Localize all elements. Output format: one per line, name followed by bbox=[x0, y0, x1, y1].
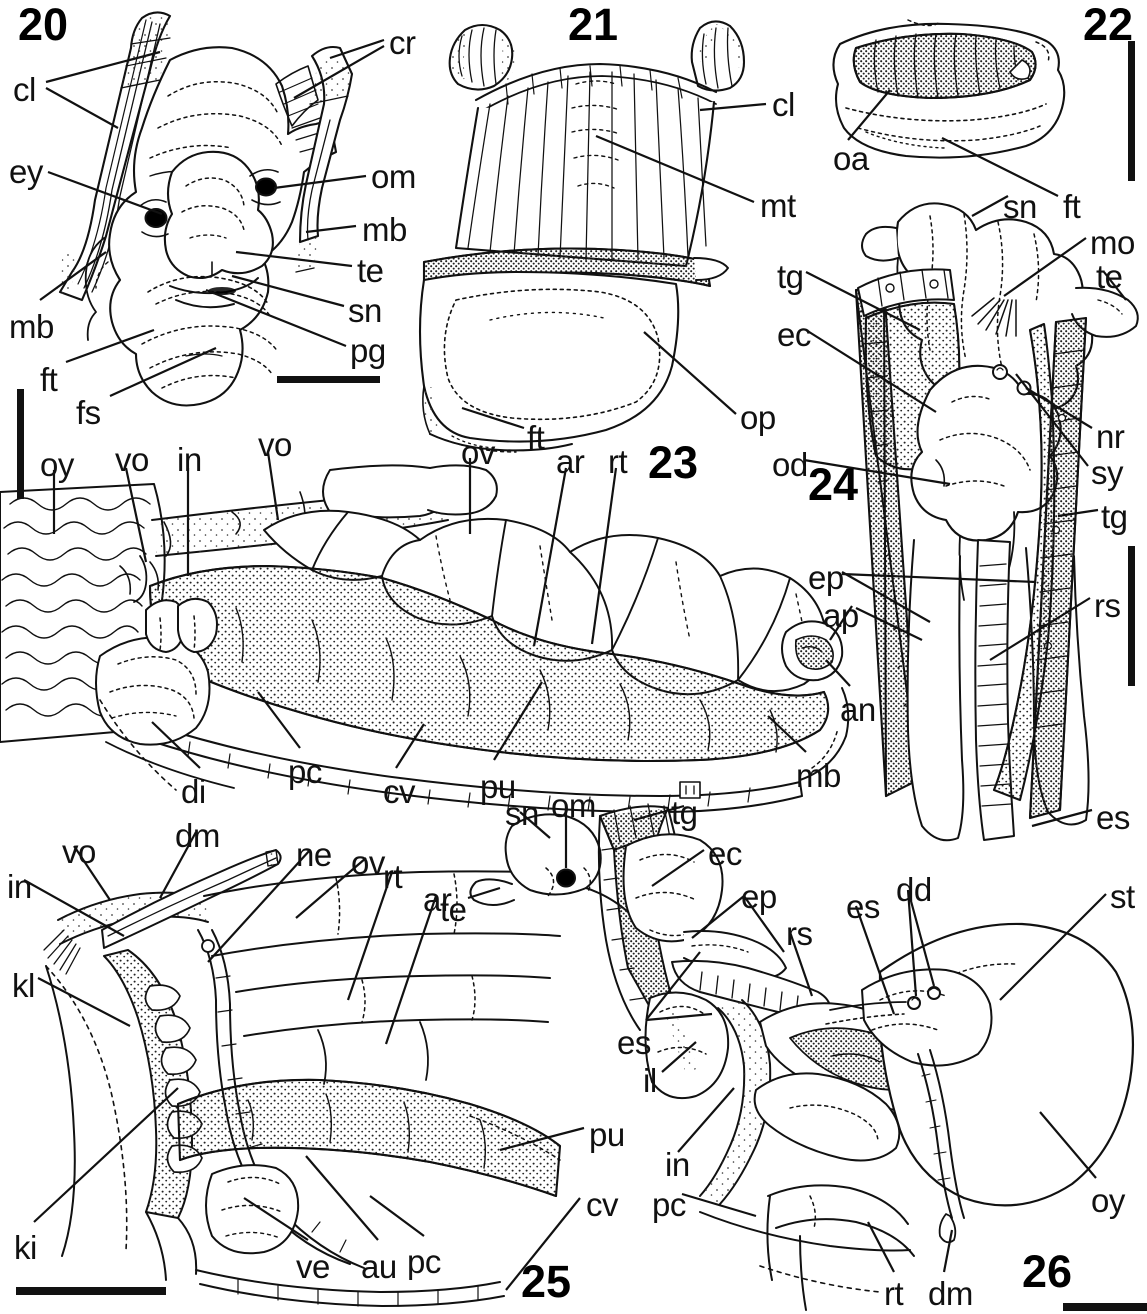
label-es-panel-24: es bbox=[1096, 799, 1130, 836]
label-kl-panel-25: kl bbox=[12, 967, 35, 1004]
panel-number-22: 22 bbox=[1083, 0, 1134, 50]
label-ap-panel-24: ap bbox=[823, 597, 859, 634]
scale-bar-panel-26-horizontal bbox=[1063, 1303, 1147, 1311]
label-rs-panel-26: rs bbox=[786, 915, 813, 952]
label-mb-panel-20: mb bbox=[362, 211, 407, 248]
panel-24-drawing bbox=[854, 202, 1139, 842]
label-il-panel-26: il bbox=[643, 1062, 657, 1099]
label-pg-panel-20: pg bbox=[350, 332, 386, 369]
panel-26-drawing bbox=[469, 803, 1135, 1311]
label-ne-panel-25: ne bbox=[296, 836, 332, 873]
label-om-panel-26: om bbox=[551, 787, 596, 824]
label-pc-panel-26: pc bbox=[652, 1186, 686, 1223]
label-cv-panel-23: cv bbox=[383, 773, 416, 810]
label-rt-panel-26: rt bbox=[884, 1275, 904, 1312]
label-mo-panel-24: mo bbox=[1090, 224, 1135, 261]
label-oy-panel-26: oy bbox=[1091, 1182, 1125, 1219]
label-tg-panel-24: tg bbox=[1101, 498, 1128, 535]
scale-bar-panel-20-vertical bbox=[17, 389, 24, 499]
label-ft-panel-21: ft bbox=[527, 419, 545, 456]
panel-21-drawing bbox=[418, 20, 746, 453]
label-rt-panel-23: rt bbox=[608, 443, 628, 480]
panel-25-drawing bbox=[43, 849, 562, 1307]
panel-number-23: 23 bbox=[648, 437, 699, 488]
label-mt-panel-21: mt bbox=[760, 187, 796, 224]
panel-number-20: 20 bbox=[18, 0, 69, 50]
label-ep-panel-26: ep bbox=[741, 878, 777, 915]
label-ve-panel-25: ve bbox=[296, 1248, 330, 1285]
leader-lines bbox=[23, 38, 1127, 1291]
label-rs-panel-24: rs bbox=[1094, 587, 1121, 624]
label-ey-panel-20: ey bbox=[9, 153, 43, 190]
label-cr-panel-20: cr bbox=[389, 24, 416, 61]
label-te-panel-26: te bbox=[440, 891, 467, 928]
label-fs-panel-20: fs bbox=[76, 394, 101, 431]
label-dm-panel-26: dm bbox=[928, 1275, 973, 1312]
panel-number-24: 24 bbox=[808, 459, 859, 510]
label-au-panel-25: au bbox=[361, 1248, 397, 1285]
label-od-panel-24: od bbox=[772, 446, 808, 483]
label-in-panel-23: in bbox=[177, 441, 202, 478]
label-ft-panel-22: ft bbox=[1063, 188, 1081, 225]
label-sy-panel-24: sy bbox=[1091, 454, 1124, 491]
label-st-panel-26: st bbox=[1110, 878, 1135, 915]
label-sn-panel-20: sn bbox=[348, 292, 382, 329]
label-in-panel-25: in bbox=[7, 868, 32, 905]
label-di-panel-23: di bbox=[181, 773, 206, 810]
label-vo-panel-23: vo bbox=[258, 426, 292, 463]
panel-20-drawing bbox=[56, 11, 354, 407]
label-ar-panel-23: ar bbox=[556, 443, 585, 480]
label-om-panel-20: om bbox=[371, 158, 416, 195]
label-an-panel-23: an bbox=[840, 691, 876, 728]
panel-number-26: 26 bbox=[1022, 1246, 1073, 1297]
label-te-panel-24: te bbox=[1096, 258, 1123, 295]
label-ki-panel-25: ki bbox=[14, 1229, 37, 1266]
label-ov-panel-23: ov bbox=[461, 434, 495, 471]
label-oa-panel-22: oa bbox=[833, 140, 869, 177]
label-cl-panel-20: cl bbox=[13, 71, 36, 108]
label-oy-panel-23: oy bbox=[40, 446, 74, 483]
label-pc-panel-25: pc bbox=[407, 1243, 441, 1280]
label-pc-panel-23: pc bbox=[288, 753, 322, 790]
scale-bar-panel-22-vertical bbox=[1128, 41, 1135, 181]
label-pu-panel-23: pu bbox=[480, 768, 516, 805]
label-es-panel-26: es bbox=[846, 888, 880, 925]
scale-bar-panel-24-vertical bbox=[1128, 546, 1135, 686]
label-op-panel-21: op bbox=[740, 399, 776, 436]
label-es-panel-26: es bbox=[617, 1024, 651, 1061]
label-ar-panel-25: ar bbox=[423, 881, 452, 918]
label-rt-panel-25: rt bbox=[383, 858, 403, 895]
label-in-panel-26: in bbox=[665, 1146, 690, 1183]
label-tg-panel-26: tg bbox=[671, 794, 698, 831]
label-cl-panel-21: cl bbox=[772, 86, 795, 123]
label-sn-panel-26: sn bbox=[505, 795, 539, 832]
label-sn-panel-24: sn bbox=[1003, 188, 1037, 225]
panel-number-25: 25 bbox=[521, 1256, 572, 1307]
label-pu-panel-25: pu bbox=[589, 1116, 625, 1153]
label-ov-panel-25: ov bbox=[351, 844, 385, 881]
label-vo-panel-25: vo bbox=[62, 833, 96, 870]
scale-bar-panel-25-horizontal bbox=[16, 1287, 166, 1295]
label-mb-panel-20: mb bbox=[9, 308, 54, 345]
label-te-panel-20: te bbox=[357, 252, 384, 289]
scale-bar-panel-20-horizontal bbox=[277, 376, 380, 383]
label-ec-panel-24: ec bbox=[777, 316, 811, 353]
panel-23-drawing bbox=[0, 464, 850, 813]
label-dm-panel-25: dm bbox=[175, 817, 220, 854]
label-ft-panel-20: ft bbox=[40, 361, 58, 398]
label-cv-panel-25: cv bbox=[586, 1186, 619, 1223]
panel-22-drawing bbox=[832, 19, 1066, 159]
label-vo-panel-23: vo bbox=[115, 441, 149, 478]
label-nr-panel-24: nr bbox=[1096, 418, 1125, 455]
label-ec-panel-26: ec bbox=[708, 835, 742, 872]
label-dd-panel-26: dd bbox=[896, 871, 932, 908]
label-tg-panel-24: tg bbox=[777, 258, 804, 295]
panel-number-21: 21 bbox=[568, 0, 619, 50]
label-ep-panel-24: ep bbox=[808, 559, 844, 596]
label-mb-panel-23: mb bbox=[796, 757, 841, 794]
